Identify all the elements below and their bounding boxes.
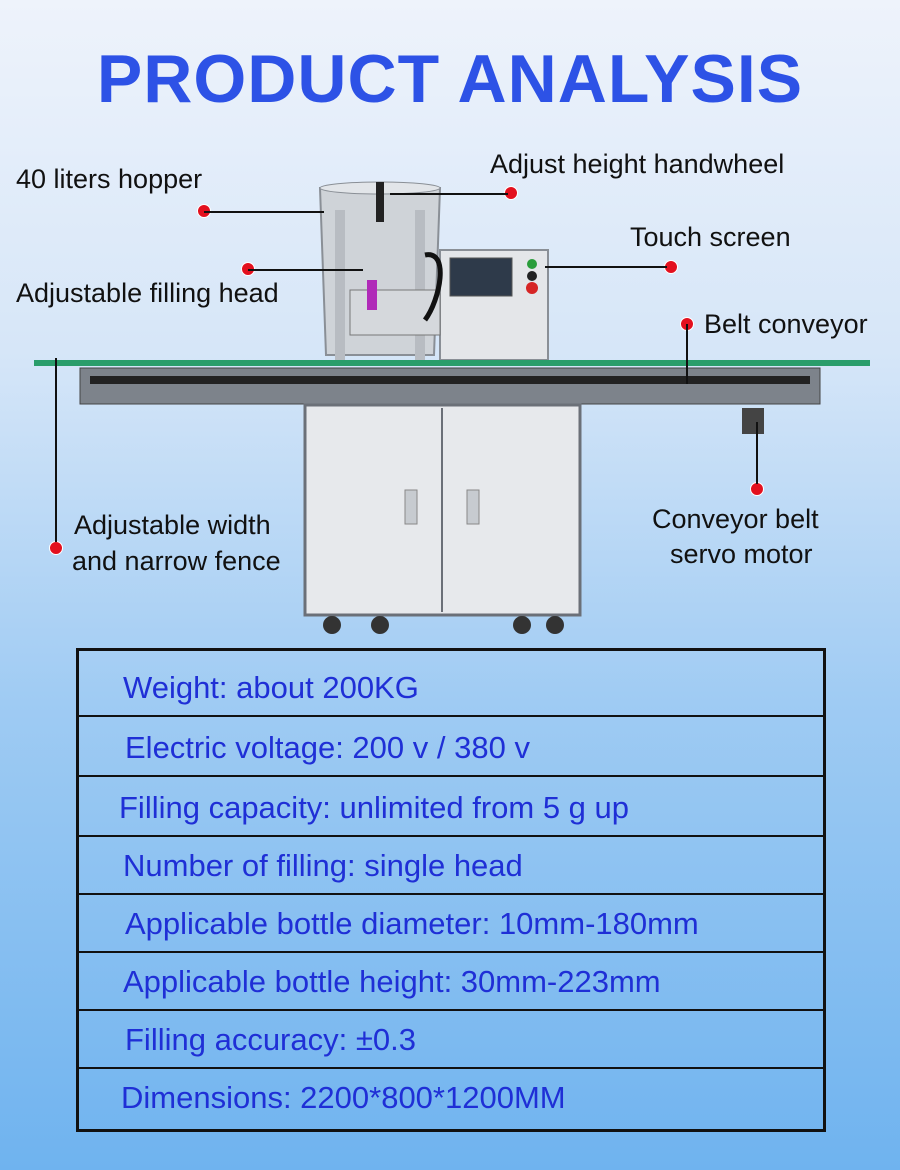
- hopper-leader-line: [204, 211, 324, 213]
- handwheel-label: Adjust height handwheel: [490, 149, 785, 179]
- belt-conveyor-leader-line: [686, 324, 688, 384]
- spec-row-height: Applicable bottle height: 30mm-223mm: [79, 953, 823, 1011]
- handwheel-leader-line: [390, 193, 508, 195]
- fence-label-line2: and narrow fence: [72, 546, 281, 576]
- spec-row-weight: Weight: about 200KG: [79, 659, 823, 717]
- spec-row-diameter: Applicable bottle diameter: 10mm-180mm: [79, 895, 823, 953]
- hopper-label: 40 liters hopper: [16, 164, 203, 194]
- spec-row-dimensions: Dimensions: 2200*800*1200MM: [121, 1080, 566, 1115]
- filling-head-label: Adjustable filling head: [16, 278, 279, 308]
- fence-leader-line: [55, 358, 57, 542]
- servo-leader-line: [756, 422, 758, 484]
- fence-label-line1: Adjustable width: [74, 510, 271, 540]
- spec-row-voltage: Electric voltage: 200 v / 380 v: [79, 719, 823, 777]
- filling-machine-illustration: [34, 181, 870, 634]
- specs-table: Weight: about 200KG Electric voltage: 20…: [76, 648, 826, 1132]
- servo-marker: [750, 482, 764, 496]
- servo-label-line2: servo motor: [670, 539, 813, 569]
- fence-marker: [49, 541, 63, 555]
- spec-row-capacity: Filling capacity: unlimited from 5 g up: [79, 779, 823, 837]
- page-title: PRODUCT ANALYSIS: [96, 41, 804, 117]
- filling-head-leader-line: [248, 269, 363, 271]
- touch-screen-label: Touch screen: [630, 222, 791, 252]
- servo-label-line1: Conveyor belt: [652, 504, 819, 534]
- touch-screen-leader-line: [545, 266, 667, 268]
- spec-row-heads: Number of filling: single head: [79, 837, 823, 895]
- spec-row-accuracy: Filling accuracy: ±0.3: [79, 1011, 823, 1069]
- belt-conveyor-label: Belt conveyor: [704, 309, 868, 339]
